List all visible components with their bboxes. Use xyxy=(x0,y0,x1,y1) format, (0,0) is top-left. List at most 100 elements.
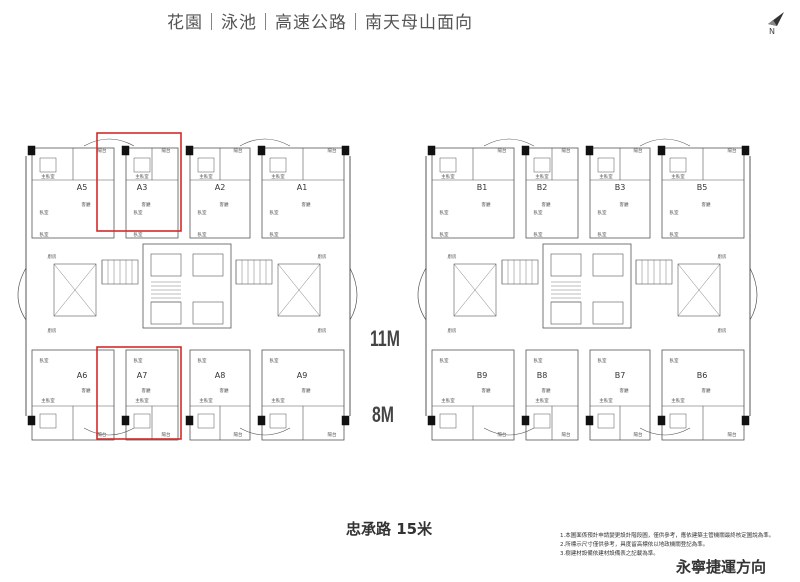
room-label: 臥室 xyxy=(440,209,449,216)
column-pillar xyxy=(341,415,350,426)
curved-balcony xyxy=(749,267,758,321)
column-pillar xyxy=(521,145,530,156)
unit-label: A2 xyxy=(215,183,226,192)
column-pillar xyxy=(427,415,436,426)
room-label: 廚房 xyxy=(718,327,727,334)
room-label: 廚房 xyxy=(48,327,57,334)
room-label: 主臥室 xyxy=(135,397,149,404)
room-label: 臥室 xyxy=(134,231,143,238)
curved-balcony xyxy=(83,427,135,436)
column-pillar xyxy=(185,415,194,426)
room-label: 臥室 xyxy=(198,357,207,364)
room-label: 主臥室 xyxy=(135,173,149,180)
room-label: 客廳 xyxy=(482,387,491,394)
column-pillar xyxy=(341,145,350,156)
room-label: 客廳 xyxy=(302,387,311,394)
building-b-plan: B1主臥室客廳臥室臥室陽台B2主臥室客廳臥室臥室陽台B3主臥室客廳臥室臥室陽台B… xyxy=(417,138,758,441)
room-label: 廚房 xyxy=(318,327,327,334)
central-core xyxy=(542,243,632,329)
unit-label: B9 xyxy=(477,371,488,380)
room-label: 客廳 xyxy=(542,387,551,394)
curved-balcony xyxy=(483,427,535,436)
curved-balcony xyxy=(349,267,358,321)
room-label: 陽台 xyxy=(234,147,243,154)
room-label: 陽台 xyxy=(634,147,643,154)
dimension-label-11m: 11M xyxy=(370,326,400,351)
elevator-shaft xyxy=(592,253,624,277)
mrt-direction-label: 永寧捷運方向 xyxy=(676,558,767,576)
column-pillar xyxy=(27,415,36,426)
room-label: 陽台 xyxy=(728,147,737,154)
room-label: 主臥室 xyxy=(535,173,549,180)
room-label: 主臥室 xyxy=(41,173,55,180)
bathroom-fixture xyxy=(439,413,457,429)
room-label: 臥室 xyxy=(670,209,679,216)
room-label: 廚房 xyxy=(318,253,327,260)
room-label: 廚房 xyxy=(448,327,457,334)
room-label: 臥室 xyxy=(598,231,607,238)
elevator-shaft xyxy=(150,301,182,325)
room-label: 臥室 xyxy=(198,231,207,238)
unit-label: B6 xyxy=(697,371,708,380)
room-label: 客廳 xyxy=(542,201,551,208)
room-label: 客廳 xyxy=(620,387,629,394)
room-label: 陽台 xyxy=(98,431,107,438)
column-pillar xyxy=(121,415,130,426)
wall-line xyxy=(677,263,721,317)
room-label: 臥室 xyxy=(534,209,543,216)
unit-label: A6 xyxy=(77,371,88,380)
column-pillar xyxy=(27,145,36,156)
bathroom-fixture xyxy=(197,413,215,429)
room-label: 陽台 xyxy=(234,431,243,438)
bathroom-fixture xyxy=(39,413,57,429)
room-label: 主臥室 xyxy=(41,397,55,404)
bathroom-fixture xyxy=(533,413,551,429)
column-pillar xyxy=(257,145,266,156)
room-label: 臥室 xyxy=(270,357,279,364)
column-pillar xyxy=(521,415,530,426)
column-pillar xyxy=(741,415,750,426)
curved-balcony xyxy=(83,138,135,147)
room-label: 客廳 xyxy=(302,201,311,208)
curved-balcony xyxy=(639,138,691,147)
unit-label: A9 xyxy=(297,371,308,380)
room-label: 廚房 xyxy=(718,253,727,260)
room-label: 臥室 xyxy=(40,357,49,364)
wall-line xyxy=(53,263,97,317)
room-label: 主臥室 xyxy=(535,397,549,404)
column-pillar xyxy=(427,145,436,156)
compass-letter: N xyxy=(769,27,775,36)
bathroom-fixture xyxy=(597,157,615,173)
room-label: 臥室 xyxy=(134,209,143,216)
room-label: 主臥室 xyxy=(199,397,213,404)
elevator-shaft xyxy=(550,301,582,325)
dimension-label-8m: 8M xyxy=(372,402,395,427)
column-pillar xyxy=(585,145,594,156)
room-label: 陽台 xyxy=(162,431,171,438)
bathroom-fixture xyxy=(269,157,287,173)
unit-label: A8 xyxy=(215,371,226,380)
room-label: 陽台 xyxy=(98,147,107,154)
room-label: 主臥室 xyxy=(599,397,613,404)
wall-line xyxy=(453,263,497,317)
room-label: 陽台 xyxy=(634,431,643,438)
room-label: 臥室 xyxy=(598,357,607,364)
footnote-3: 3.樹建材設備依建材設備表之記載為準。 xyxy=(560,551,659,557)
room-label: 客廳 xyxy=(702,201,711,208)
road-label: 忠承路 15米 xyxy=(346,520,433,538)
footnote-2: 2.所標示尺寸僅供參考，具度留高標依以地政機關登記為準。 xyxy=(560,542,709,548)
room-label: 陽台 xyxy=(162,147,171,154)
unit-label: A1 xyxy=(297,183,308,192)
room-label: 臥室 xyxy=(198,209,207,216)
room-label: 主臥室 xyxy=(441,173,455,180)
column-pillar xyxy=(257,415,266,426)
room-label: 陽台 xyxy=(562,431,571,438)
room-label: 臥室 xyxy=(134,357,143,364)
highlight-box-a3 xyxy=(96,132,182,232)
bathroom-fixture xyxy=(597,413,615,429)
curved-balcony xyxy=(239,427,291,436)
column-pillar xyxy=(657,415,666,426)
highlight-box-a7 xyxy=(96,346,182,440)
room-label: 主臥室 xyxy=(271,397,285,404)
